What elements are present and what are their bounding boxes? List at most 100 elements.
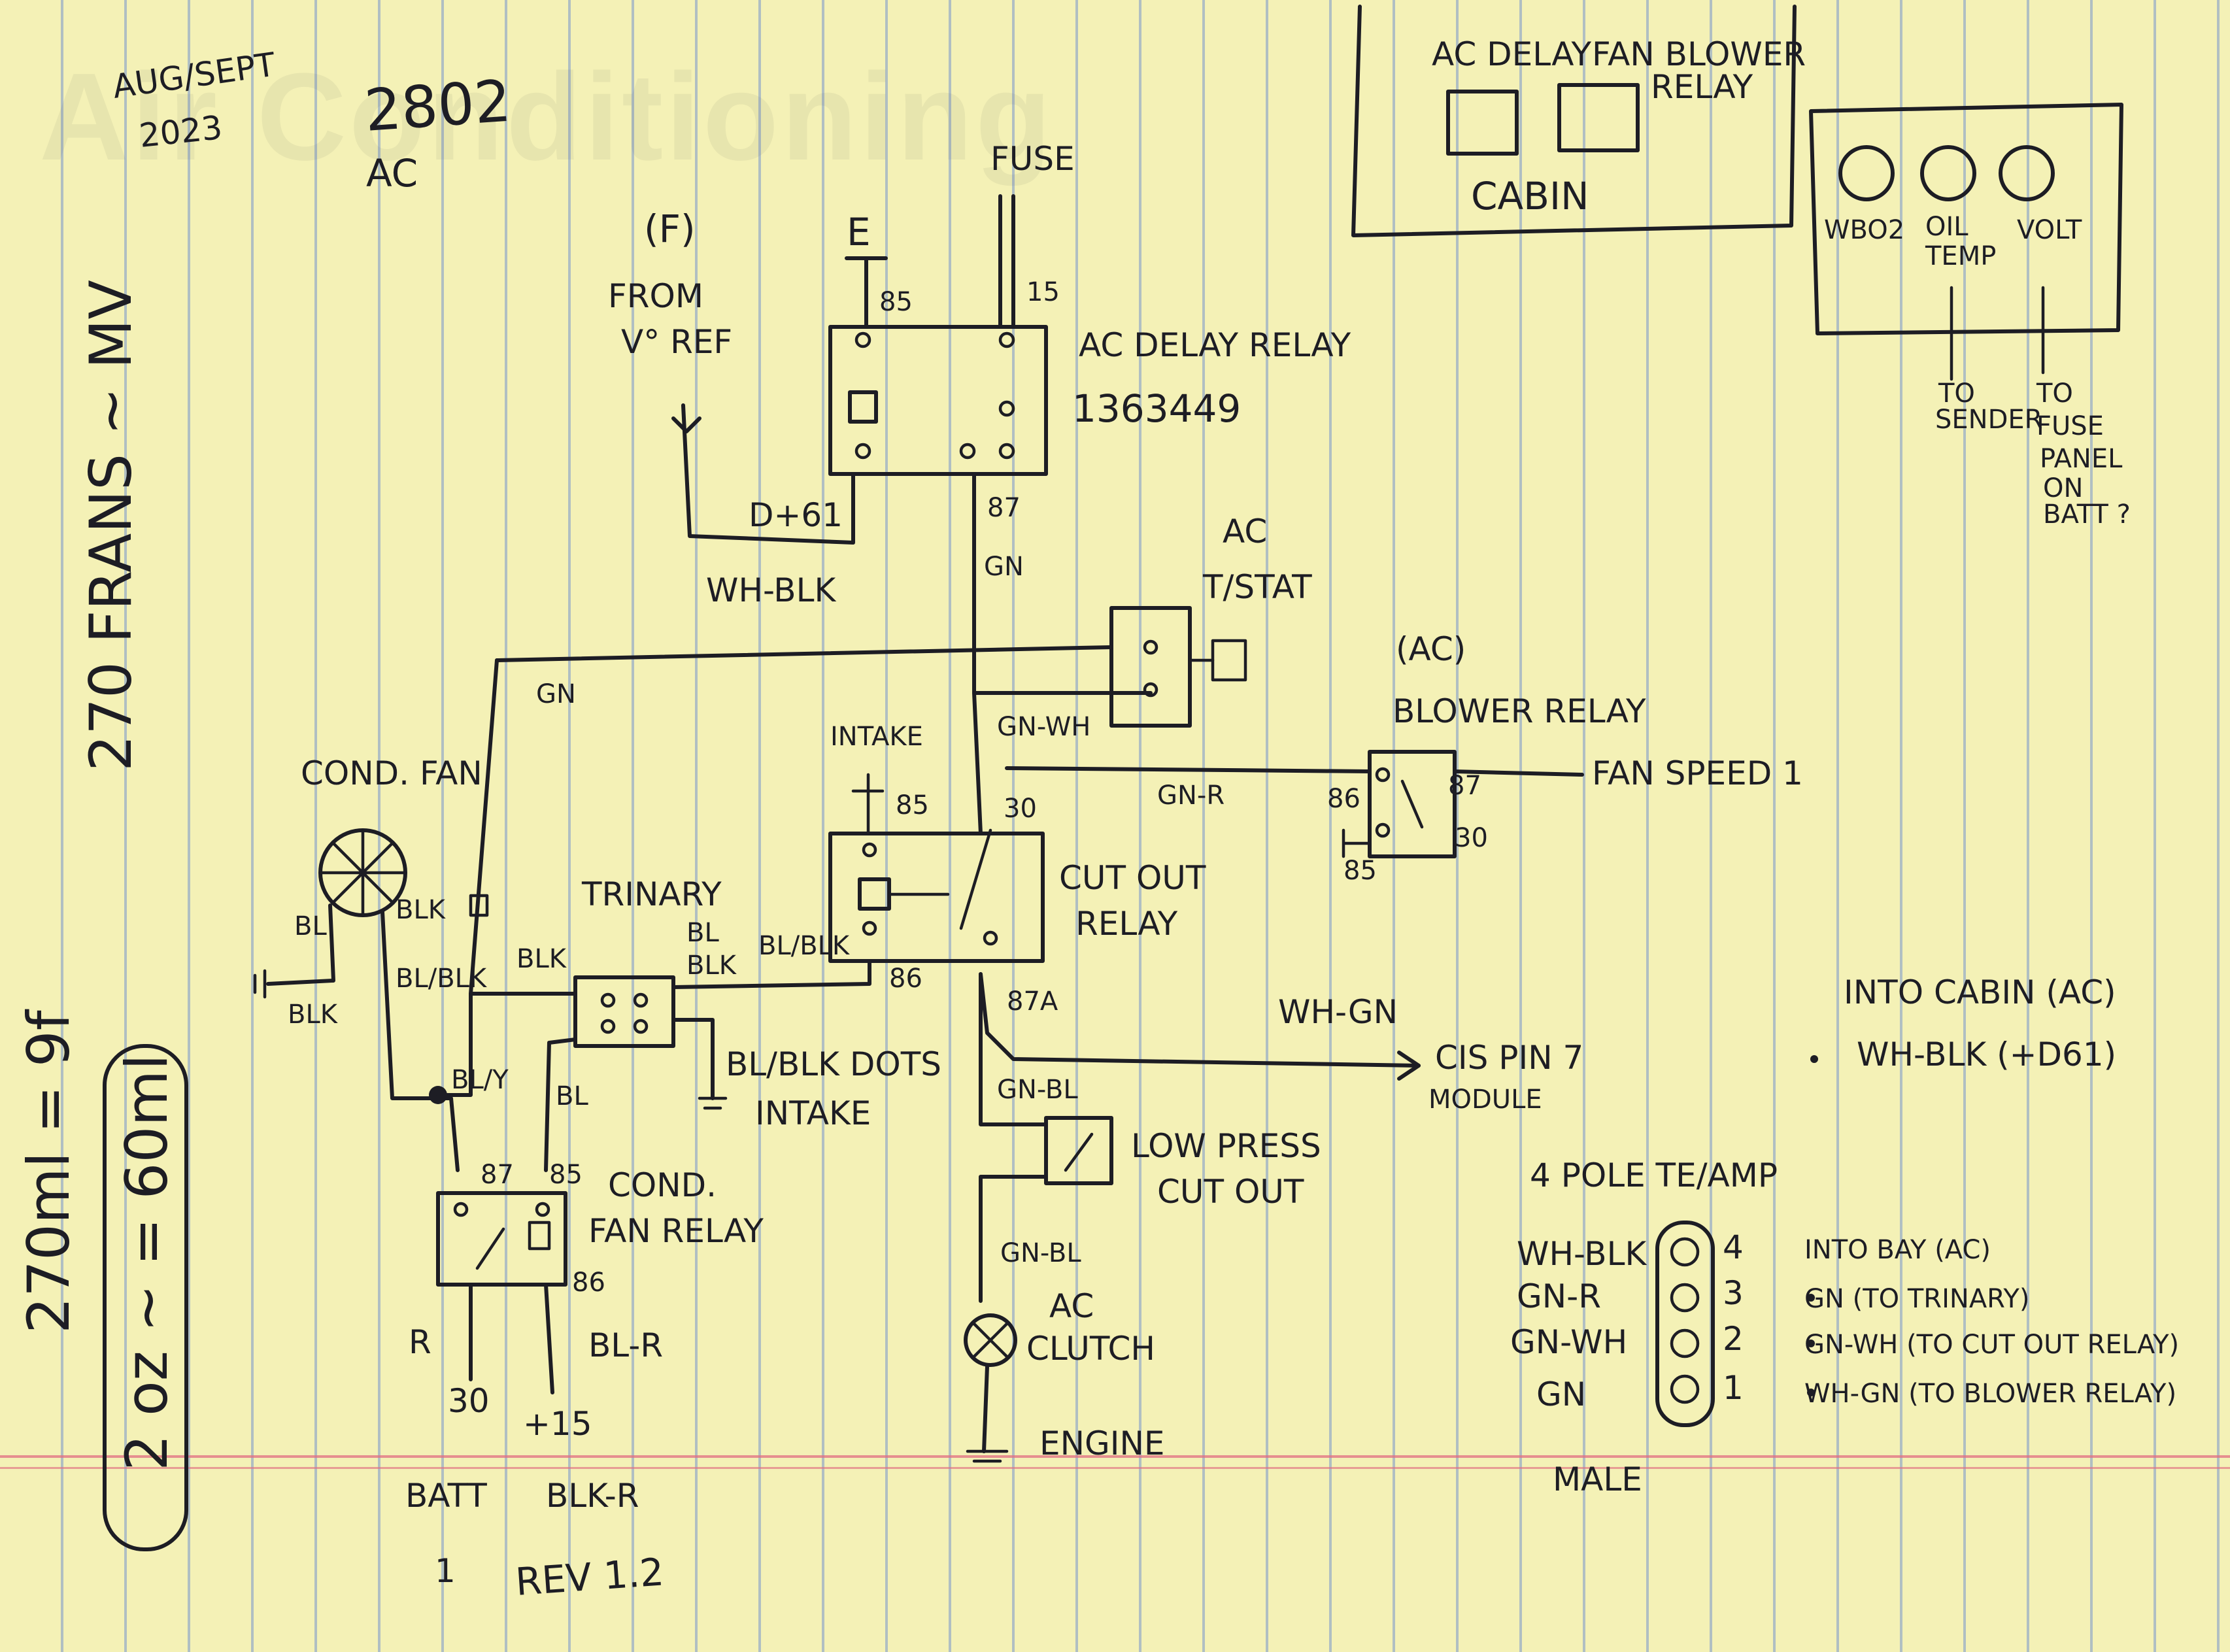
note-ml: 270ml = 9f bbox=[15, 1009, 82, 1334]
clutch-circle bbox=[964, 1313, 1017, 1367]
connector-pin-3 bbox=[1670, 1283, 1700, 1313]
relay-coil bbox=[848, 390, 878, 424]
cut-out-pin-30: 30 bbox=[1004, 794, 1037, 824]
gn-wh-label: GN-WH bbox=[997, 712, 1090, 742]
connector-gender: MALE bbox=[1553, 1460, 1642, 1498]
intake-ground bbox=[851, 773, 885, 835]
cis-label-2: MODULE bbox=[1428, 1085, 1542, 1115]
cut-out-pin-85: 85 bbox=[896, 790, 929, 820]
blower-pin-86: 86 bbox=[1327, 784, 1360, 814]
blower-pin-85: 85 bbox=[1343, 856, 1377, 886]
relay-pin bbox=[1375, 767, 1391, 783]
pin2-num: 2 bbox=[1723, 1320, 1744, 1358]
trinary-ground-label-1: BL/BLK DOTS bbox=[726, 1045, 941, 1083]
cabin-relay-left-label: AC DELAY bbox=[1432, 35, 1592, 73]
from-label-from: FROM bbox=[608, 277, 703, 315]
low-press-name-2: CUT OUT bbox=[1157, 1173, 1304, 1211]
pin1-num: 1 bbox=[1723, 1369, 1744, 1407]
cabin-note-2: WH-BLK (+D61) bbox=[1857, 1036, 2116, 1073]
ground-label: E bbox=[847, 210, 871, 254]
to-fuse-2: FUSE bbox=[2036, 411, 2104, 441]
cond-fan-blk-label: BLK bbox=[396, 895, 447, 925]
gn-r-label: GN-R bbox=[1157, 781, 1225, 811]
cut-out-name-1: CUT OUT bbox=[1059, 859, 1206, 897]
ac-clutch: AC CLUTCH ENGINE bbox=[964, 1287, 1164, 1463]
gn-bus-label: GN bbox=[536, 679, 576, 709]
ac-delay-relay-part: 1363449 bbox=[1072, 386, 1241, 431]
pin4-num: 4 bbox=[1723, 1228, 1744, 1266]
cond-fan-bl-wire bbox=[266, 903, 335, 986]
pin1-wire: GN bbox=[1536, 1375, 1586, 1413]
cut-out-relay-body bbox=[828, 832, 1045, 963]
trinary-bl-label: BL bbox=[686, 918, 719, 948]
sheet-title: 2802 bbox=[362, 67, 513, 144]
pin-87-label: 87 bbox=[987, 493, 1021, 523]
tstat-name-1: AC bbox=[1223, 513, 1267, 550]
cond-fan-name: COND. FAN bbox=[301, 754, 482, 792]
cond-fan-blades bbox=[318, 828, 407, 917]
pin4-desc: INTO BAY (AC) bbox=[1804, 1235, 1991, 1265]
cond-fan-blblk-label: BL/BLK bbox=[396, 964, 488, 994]
pin3-num: 3 bbox=[1723, 1274, 1744, 1312]
intake-label: INTAKE bbox=[830, 722, 923, 752]
cis-label-1: CIS PIN 7 bbox=[1435, 1039, 1583, 1077]
cond-fan-relay-body bbox=[436, 1191, 567, 1287]
trinary-pin bbox=[600, 992, 616, 1008]
to-fuse-5: BATT ? bbox=[2043, 499, 2131, 530]
to-sender-1: TO bbox=[1938, 379, 1975, 409]
connector-pin-2 bbox=[1670, 1328, 1700, 1358]
date-line-1: AUG/SEPT bbox=[110, 46, 279, 106]
gauge-label-oil: OIL bbox=[1925, 212, 1968, 242]
trinary-ground bbox=[698, 1096, 728, 1110]
d61-label: D+61 bbox=[749, 496, 843, 534]
ac-delay-relay-name: AC DELAY RELAY bbox=[1079, 326, 1351, 364]
pin-15-label: 15 bbox=[1026, 277, 1060, 307]
gauge-panel: WBO2 OIL TEMP VOLT TO SENDER TO FUSE PAN… bbox=[1809, 103, 2131, 530]
cfr-blr-label: BL-R bbox=[588, 1326, 663, 1364]
bullet bbox=[1807, 1294, 1815, 1302]
pin-85-label: 85 bbox=[879, 287, 913, 317]
clutch-x bbox=[972, 1322, 1009, 1358]
cfr-pin-86: 86 bbox=[572, 1268, 605, 1298]
cut-out-switch bbox=[959, 828, 992, 930]
gauge-label-volt: VOLT bbox=[2017, 215, 2082, 245]
blower-pin-30: 30 bbox=[1455, 823, 1488, 853]
trinary-name: TRINARY bbox=[581, 875, 722, 913]
clutch-name-2: CLUTCH bbox=[1026, 1330, 1155, 1368]
note-frans: 270 FRANS ~ MV bbox=[77, 280, 144, 771]
ac-delay-relay-body bbox=[828, 325, 1048, 476]
cabin-note-1: INTO CABIN (AC) bbox=[1844, 973, 2116, 1011]
tstat-pin bbox=[1143, 639, 1158, 655]
cabin-relay-right-label-2: RELAY bbox=[1651, 68, 1753, 106]
tstat-body bbox=[1109, 606, 1192, 728]
condenser-fan: COND. FAN BL BLK BLK BL/BLK BL/Y bbox=[253, 754, 509, 1172]
pin2-wire: GN-WH bbox=[1510, 1323, 1627, 1361]
cut-out-name-2: RELAY bbox=[1075, 905, 1178, 943]
blower-relay-body bbox=[1368, 750, 1457, 858]
low-pressure-cutout: LOW PRESS CUT OUT GN-BL GN-BL bbox=[979, 972, 1321, 1303]
cfr-pin-85: 85 bbox=[549, 1160, 583, 1190]
oil-temp-gauge bbox=[1920, 145, 1976, 201]
margin-line bbox=[0, 1467, 2230, 1469]
blower-name-2: BLOWER RELAY bbox=[1393, 692, 1646, 730]
connector-title: 4 POLE TE/AMP bbox=[1530, 1156, 1778, 1194]
cfr-bottom-right: BLK-R bbox=[546, 1477, 639, 1515]
relay-pin bbox=[854, 331, 871, 348]
gn-wire-label: GN bbox=[984, 552, 1024, 582]
ac-delay-relay: AC DELAY RELAY 1363449 85 15 87 FUSE E (… bbox=[608, 140, 1351, 646]
bullet bbox=[1807, 1340, 1815, 1347]
cond-fan-relay: COND. FAN RELAY 87 85 86 R BL-R 30 +15 B… bbox=[405, 1160, 764, 1604]
trinary-to-cutout-wire bbox=[671, 959, 871, 989]
from-label-f: (F) bbox=[644, 207, 696, 251]
cut-out-pin-86: 86 bbox=[889, 964, 922, 994]
relay-pin bbox=[535, 1202, 550, 1217]
cfr-pin-87: 87 bbox=[481, 1160, 514, 1190]
blower-name-1: (AC) bbox=[1396, 630, 1466, 668]
to-fuse-3: PANEL bbox=[2040, 444, 2123, 474]
gauge-label-temp: TEMP bbox=[1925, 241, 1996, 271]
low-press-body bbox=[1044, 1116, 1113, 1185]
relay-pin bbox=[862, 842, 877, 858]
trinary-body bbox=[573, 975, 675, 1048]
relay-pin bbox=[1375, 822, 1391, 838]
pin2-desc: GN-WH (TO CUT OUT RELAY) bbox=[1804, 1330, 2179, 1360]
